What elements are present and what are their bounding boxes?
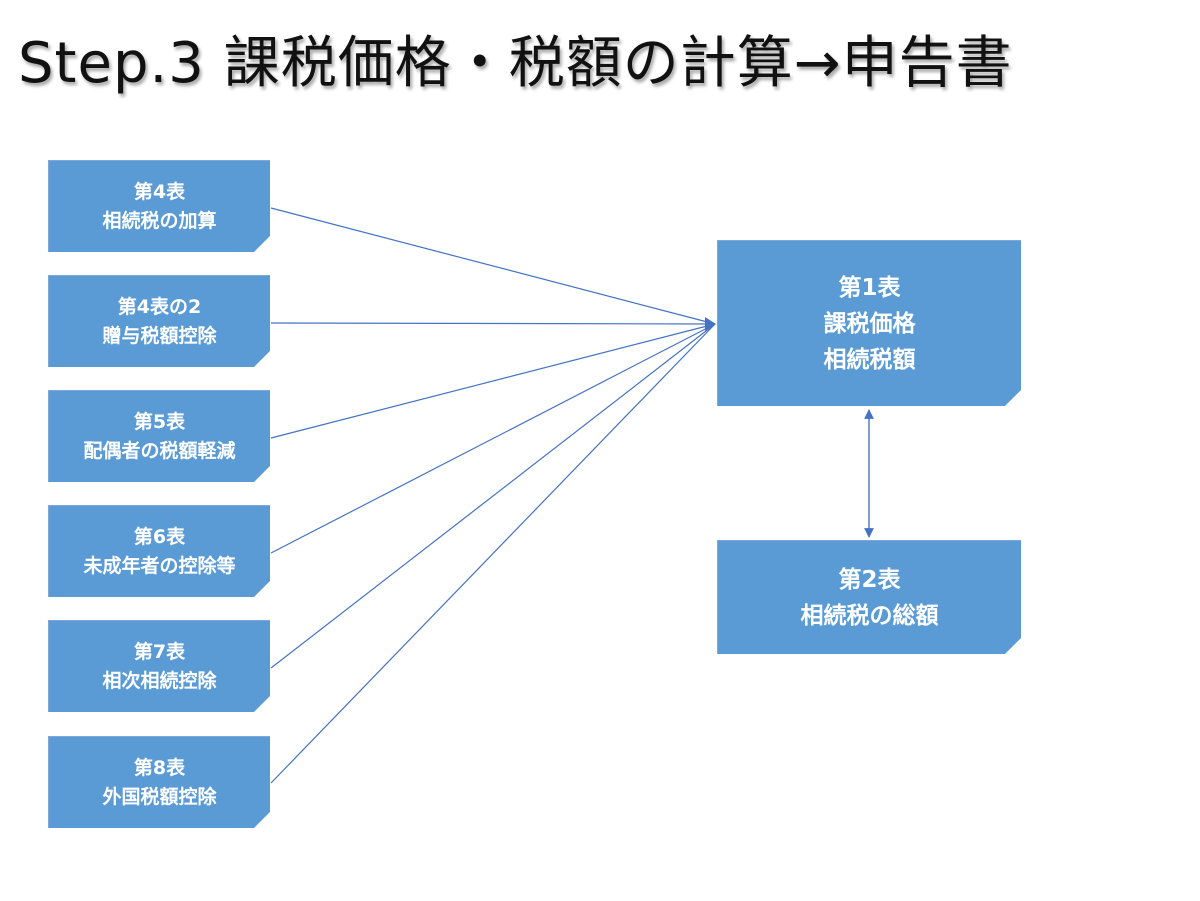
table1-label-1: 課税価格 <box>823 310 916 337</box>
table5-label: 配偶者の税額軽減 <box>83 439 236 462</box>
table7-number: 第7表 <box>133 640 186 663</box>
table1-number: 第1表 <box>838 274 901 301</box>
connector-table5 <box>270 323 716 439</box>
table4-2-box: 第4表の2 贈与税額控除 <box>48 275 270 367</box>
connector-table4-2 <box>270 322 716 325</box>
table6-label: 未成年者の控除等 <box>83 554 236 577</box>
table8-label: 外国税額控除 <box>102 785 217 808</box>
table6-box: 第6表 未成年者の控除等 <box>48 505 270 597</box>
table1-label-2: 相続税額 <box>823 346 916 373</box>
connector-table8 <box>270 323 716 784</box>
table2-box: 第2表 相続税の総額 <box>717 540 1021 654</box>
table4-box: 第4表 相続税の加算 <box>48 160 270 252</box>
table2-number: 第2表 <box>838 566 901 593</box>
table8-box: 第8表 外国税額控除 <box>48 736 270 828</box>
table4-label: 相続税の加算 <box>102 209 217 232</box>
page-title: Step.3 課税価格・税額の計算→申告書 <box>18 31 1013 96</box>
table8-number: 第8表 <box>133 756 186 779</box>
table1-box: 第1表 課税価格 相続税額 <box>717 240 1021 406</box>
connector-table7 <box>270 323 716 669</box>
table4-2-label: 贈与税額控除 <box>102 324 217 347</box>
table7-label: 相次相続控除 <box>102 669 217 692</box>
connector-table4 <box>270 207 716 325</box>
table4-2-number: 第4表の2 <box>117 295 202 318</box>
table2-label: 相続税の総額 <box>800 602 939 629</box>
merge-arrowhead <box>705 317 716 331</box>
table4-number: 第4表 <box>133 180 186 203</box>
table6-number: 第6表 <box>133 525 186 548</box>
table7-box: 第7表 相次相続控除 <box>48 620 270 712</box>
table5-number: 第5表 <box>133 410 186 433</box>
connector-table6 <box>270 323 716 554</box>
table5-box: 第5表 配偶者の税額軽減 <box>48 390 270 482</box>
